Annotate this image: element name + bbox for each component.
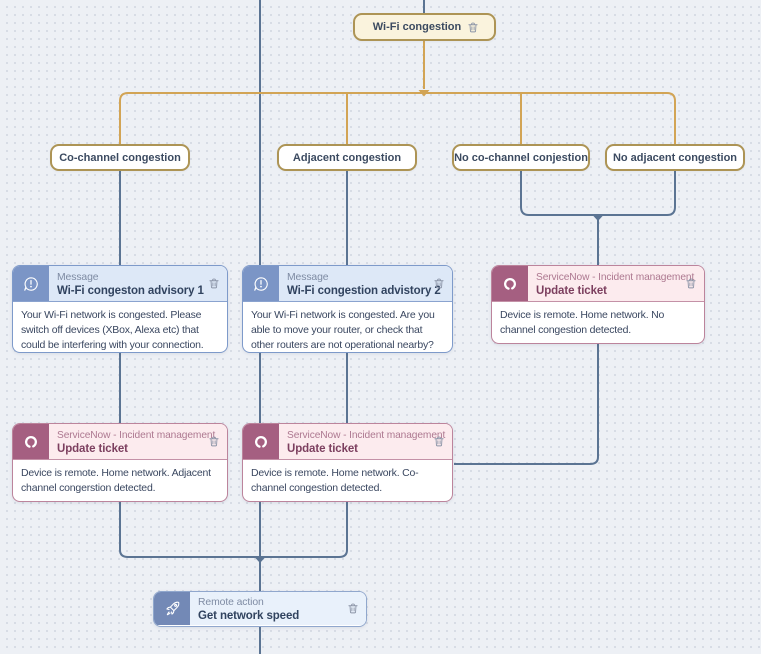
delete-card-button[interactable] <box>431 433 447 450</box>
card-header: ServiceNow - Incident management Update … <box>243 424 452 460</box>
card-body-text: Device is remote. Home network. Adjacent… <box>21 467 211 494</box>
condition-label: No co-channel conjestion <box>454 151 588 164</box>
card-header: Remote action Get network speed <box>154 592 366 625</box>
card-header: ServiceNow - Incident management Update … <box>492 266 704 302</box>
card-header: Message Wi-Fi congeston advisory 1 <box>13 266 227 302</box>
node-label: Wi-Fi congestion <box>372 21 462 33</box>
condition-label: No adjacent congestion <box>612 151 738 164</box>
card-title: Wi-Fi congestion advistory 2 <box>287 284 441 297</box>
card-header: ServiceNow - Incident management Update … <box>13 424 227 460</box>
card-title: Wi-Fi congeston advisory 1 <box>57 284 204 297</box>
message-bubble-icon <box>243 266 279 301</box>
node-condition-no-co-channel-conjestion[interactable]: No co-channel conjestion <box>452 144 590 171</box>
card-type-label: ServiceNow - Incident management <box>536 271 695 283</box>
card-title: Get network speed <box>198 609 300 622</box>
message-bubble-icon <box>13 266 49 301</box>
card-type-label: Message <box>287 271 329 283</box>
servicenow-ring-icon <box>13 424 49 459</box>
card-body-text: Device is remote. Home network. Co-chann… <box>251 467 419 494</box>
connector-no-branches-merge <box>520 170 676 216</box>
card-title: Update ticket <box>57 442 128 455</box>
trash-icon <box>348 603 358 614</box>
trash-icon <box>434 278 444 289</box>
card-body-text: Your Wi-Fi network is congested. Are you… <box>251 309 435 351</box>
card-title: Update ticket <box>536 284 607 297</box>
node-condition-no-adjacent-congestion[interactable]: No adjacent congestion <box>605 144 745 171</box>
card-body-text: Your Wi-Fi network is congested. Please … <box>21 309 204 351</box>
merge-notch <box>254 557 266 563</box>
card-servicenow-update-ticket-no-channel[interactable]: ServiceNow - Incident management Update … <box>491 265 705 344</box>
trash-icon <box>434 436 444 447</box>
card-type-label: ServiceNow - Incident management <box>57 429 216 441</box>
node-condition-co-channel-congestion[interactable]: Co-channel congestion <box>50 144 190 171</box>
card-type-label: ServiceNow - Incident management <box>287 429 446 441</box>
trash-icon <box>686 278 696 289</box>
delete-card-button[interactable] <box>206 433 222 450</box>
card-header: Message Wi-Fi congestion advistory 2 <box>243 266 452 302</box>
card-body-text: Device is remote. Home network. No chann… <box>500 309 665 336</box>
connector-tickets-merge <box>119 502 348 558</box>
trash-icon <box>209 278 219 289</box>
card-type-label: Remote action <box>198 596 264 608</box>
servicenow-ring-icon <box>243 424 279 459</box>
connector-right-ticket-join <box>454 344 599 465</box>
card-remote-action-get-network-speed[interactable]: Remote action Get network speed <box>153 591 367 627</box>
delete-node-button[interactable] <box>465 19 481 36</box>
node-condition-adjacent-congestion[interactable]: Adjacent congestion <box>277 144 417 171</box>
card-servicenow-update-ticket-adjacent[interactable]: ServiceNow - Incident management Update … <box>12 423 228 502</box>
card-message-wifi-advisory-2[interactable]: Message Wi-Fi congestion advistory 2 You… <box>242 265 453 353</box>
trash-icon <box>209 436 219 447</box>
delete-card-button[interactable] <box>206 275 222 292</box>
delete-card-button[interactable] <box>431 275 447 292</box>
card-type-label: Message <box>57 271 99 283</box>
connector-branch-rail <box>119 92 676 144</box>
node-wifi-congestion[interactable]: Wi-Fi congestion <box>353 13 496 41</box>
card-message-wifi-advisory-1[interactable]: Message Wi-Fi congeston advisory 1 Your … <box>12 265 228 353</box>
servicenow-ring-icon <box>492 266 528 301</box>
card-servicenow-update-ticket-co-channel[interactable]: ServiceNow - Incident management Update … <box>242 423 453 502</box>
condition-label: Co-channel congestion <box>59 151 181 164</box>
trash-icon <box>468 22 478 32</box>
card-title: Update ticket <box>287 442 358 455</box>
condition-label: Adjacent congestion <box>292 151 402 164</box>
rocket-icon <box>154 592 190 625</box>
delete-card-button[interactable] <box>683 275 699 292</box>
delete-card-button[interactable] <box>345 600 361 617</box>
